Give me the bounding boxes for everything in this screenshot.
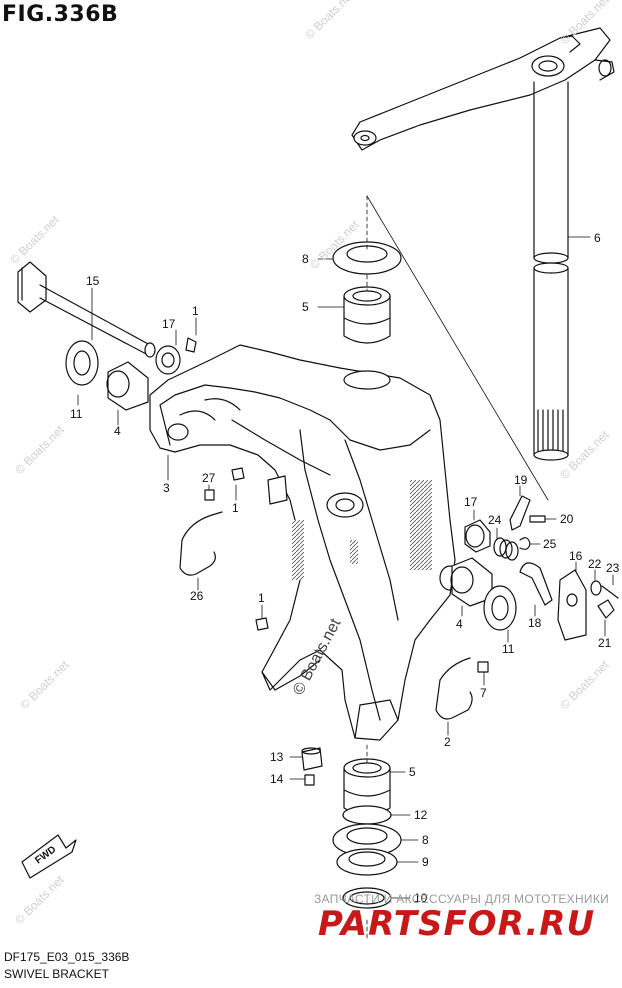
washer-11-left	[65, 340, 99, 386]
pin-23	[601, 585, 619, 599]
steering-arm	[351, 27, 615, 151]
bolt-20	[529, 515, 546, 523]
stopper-16	[557, 569, 587, 641]
callout-20: 20	[560, 512, 574, 526]
callout-18: 18	[528, 616, 542, 630]
callout-17: 17	[162, 317, 176, 331]
callout-25: 25	[543, 537, 557, 551]
callout-4: 4	[456, 617, 463, 631]
bushing-17-right	[464, 519, 491, 553]
callout-27: 27	[202, 471, 216, 485]
callout-23: 23	[606, 561, 620, 575]
ring-12	[342, 805, 392, 825]
callout-19: 19	[514, 473, 528, 487]
callout-1: 1	[258, 591, 265, 605]
callout-11: 11	[70, 407, 83, 421]
watermark: © Boats.net	[12, 872, 67, 927]
callout-7: 7	[480, 686, 487, 700]
spring-25	[519, 537, 531, 550]
seal-9	[336, 848, 398, 876]
callout-13: 13	[270, 750, 284, 764]
callout-10: 10	[414, 891, 428, 905]
tilt-shaft-15	[17, 261, 156, 358]
figure-code: DF175_E03_015_336B	[4, 950, 130, 964]
callout-8: 8	[302, 252, 309, 266]
figure-title: FIG.336B	[2, 2, 119, 27]
leader-lines	[77, 236, 614, 899]
callout-1: 1	[192, 304, 199, 318]
callout-5: 5	[302, 300, 309, 314]
bushing-4-left	[106, 361, 149, 411]
callout-2: 2	[444, 735, 451, 749]
o-ring-10	[342, 887, 392, 909]
lever-18	[519, 562, 553, 606]
bushing-17-left	[155, 345, 181, 375]
fwd-badge	[21, 834, 77, 879]
callout-4: 4	[114, 424, 121, 438]
bolt-7	[477, 661, 489, 673]
callout-26: 26	[190, 589, 204, 603]
callout-9: 9	[422, 855, 429, 869]
callout-24: 24	[488, 513, 502, 527]
grease-nipple-1-a	[185, 337, 197, 353]
promo-logo: PARTSFOR.RU	[318, 904, 596, 944]
bolt-27	[204, 489, 215, 501]
washer-11-right	[483, 585, 517, 631]
callout-22: 22	[588, 557, 602, 571]
callout-11: 11	[502, 642, 515, 656]
spring-24	[493, 537, 519, 561]
bolt-14	[304, 774, 315, 786]
grease-nipple-1-b	[231, 467, 245, 481]
promo-text: ЗАПЧАСТИ И АКСЕССУАРЫ ДЛЯ МОТОТЕХНИКИ	[314, 892, 610, 906]
nut-21	[597, 599, 615, 619]
callout-15: 15	[86, 274, 100, 288]
plate-19	[509, 495, 531, 531]
watermark: © Boats.net	[17, 657, 72, 712]
swivel-bracket-body	[149, 344, 461, 741]
watermark: © Boats.net	[302, 0, 357, 42]
callout-17: 17	[464, 495, 478, 509]
grease-nipple-1-c	[255, 617, 269, 631]
watermark: © Boats.net	[12, 422, 67, 477]
callout-1: 1	[232, 501, 239, 515]
bushing-5-top	[343, 286, 391, 344]
washer-22	[590, 580, 602, 596]
callout-14: 14	[270, 772, 284, 786]
callout-12: 12	[414, 808, 428, 822]
wire-2	[435, 657, 473, 720]
figure-name: SWIVEL BRACKET	[4, 967, 109, 981]
callout-6: 6	[594, 231, 601, 245]
wire-26	[179, 511, 223, 576]
steering-shaft	[533, 81, 569, 461]
watermark: © Boats.net	[557, 657, 612, 712]
washer-8-top	[332, 241, 402, 275]
callout-3: 3	[163, 481, 170, 495]
callout-8: 8	[422, 833, 429, 847]
watermark: © Boats.net	[7, 212, 62, 267]
callout-21: 21	[598, 636, 612, 650]
stopper-13	[301, 747, 323, 771]
callout-labels: 15 17 1 11 4 3 27 1 26 1 8 5 6 19 20 17 …	[70, 231, 620, 905]
callout-5: 5	[409, 765, 416, 779]
callout-16: 16	[569, 549, 583, 563]
